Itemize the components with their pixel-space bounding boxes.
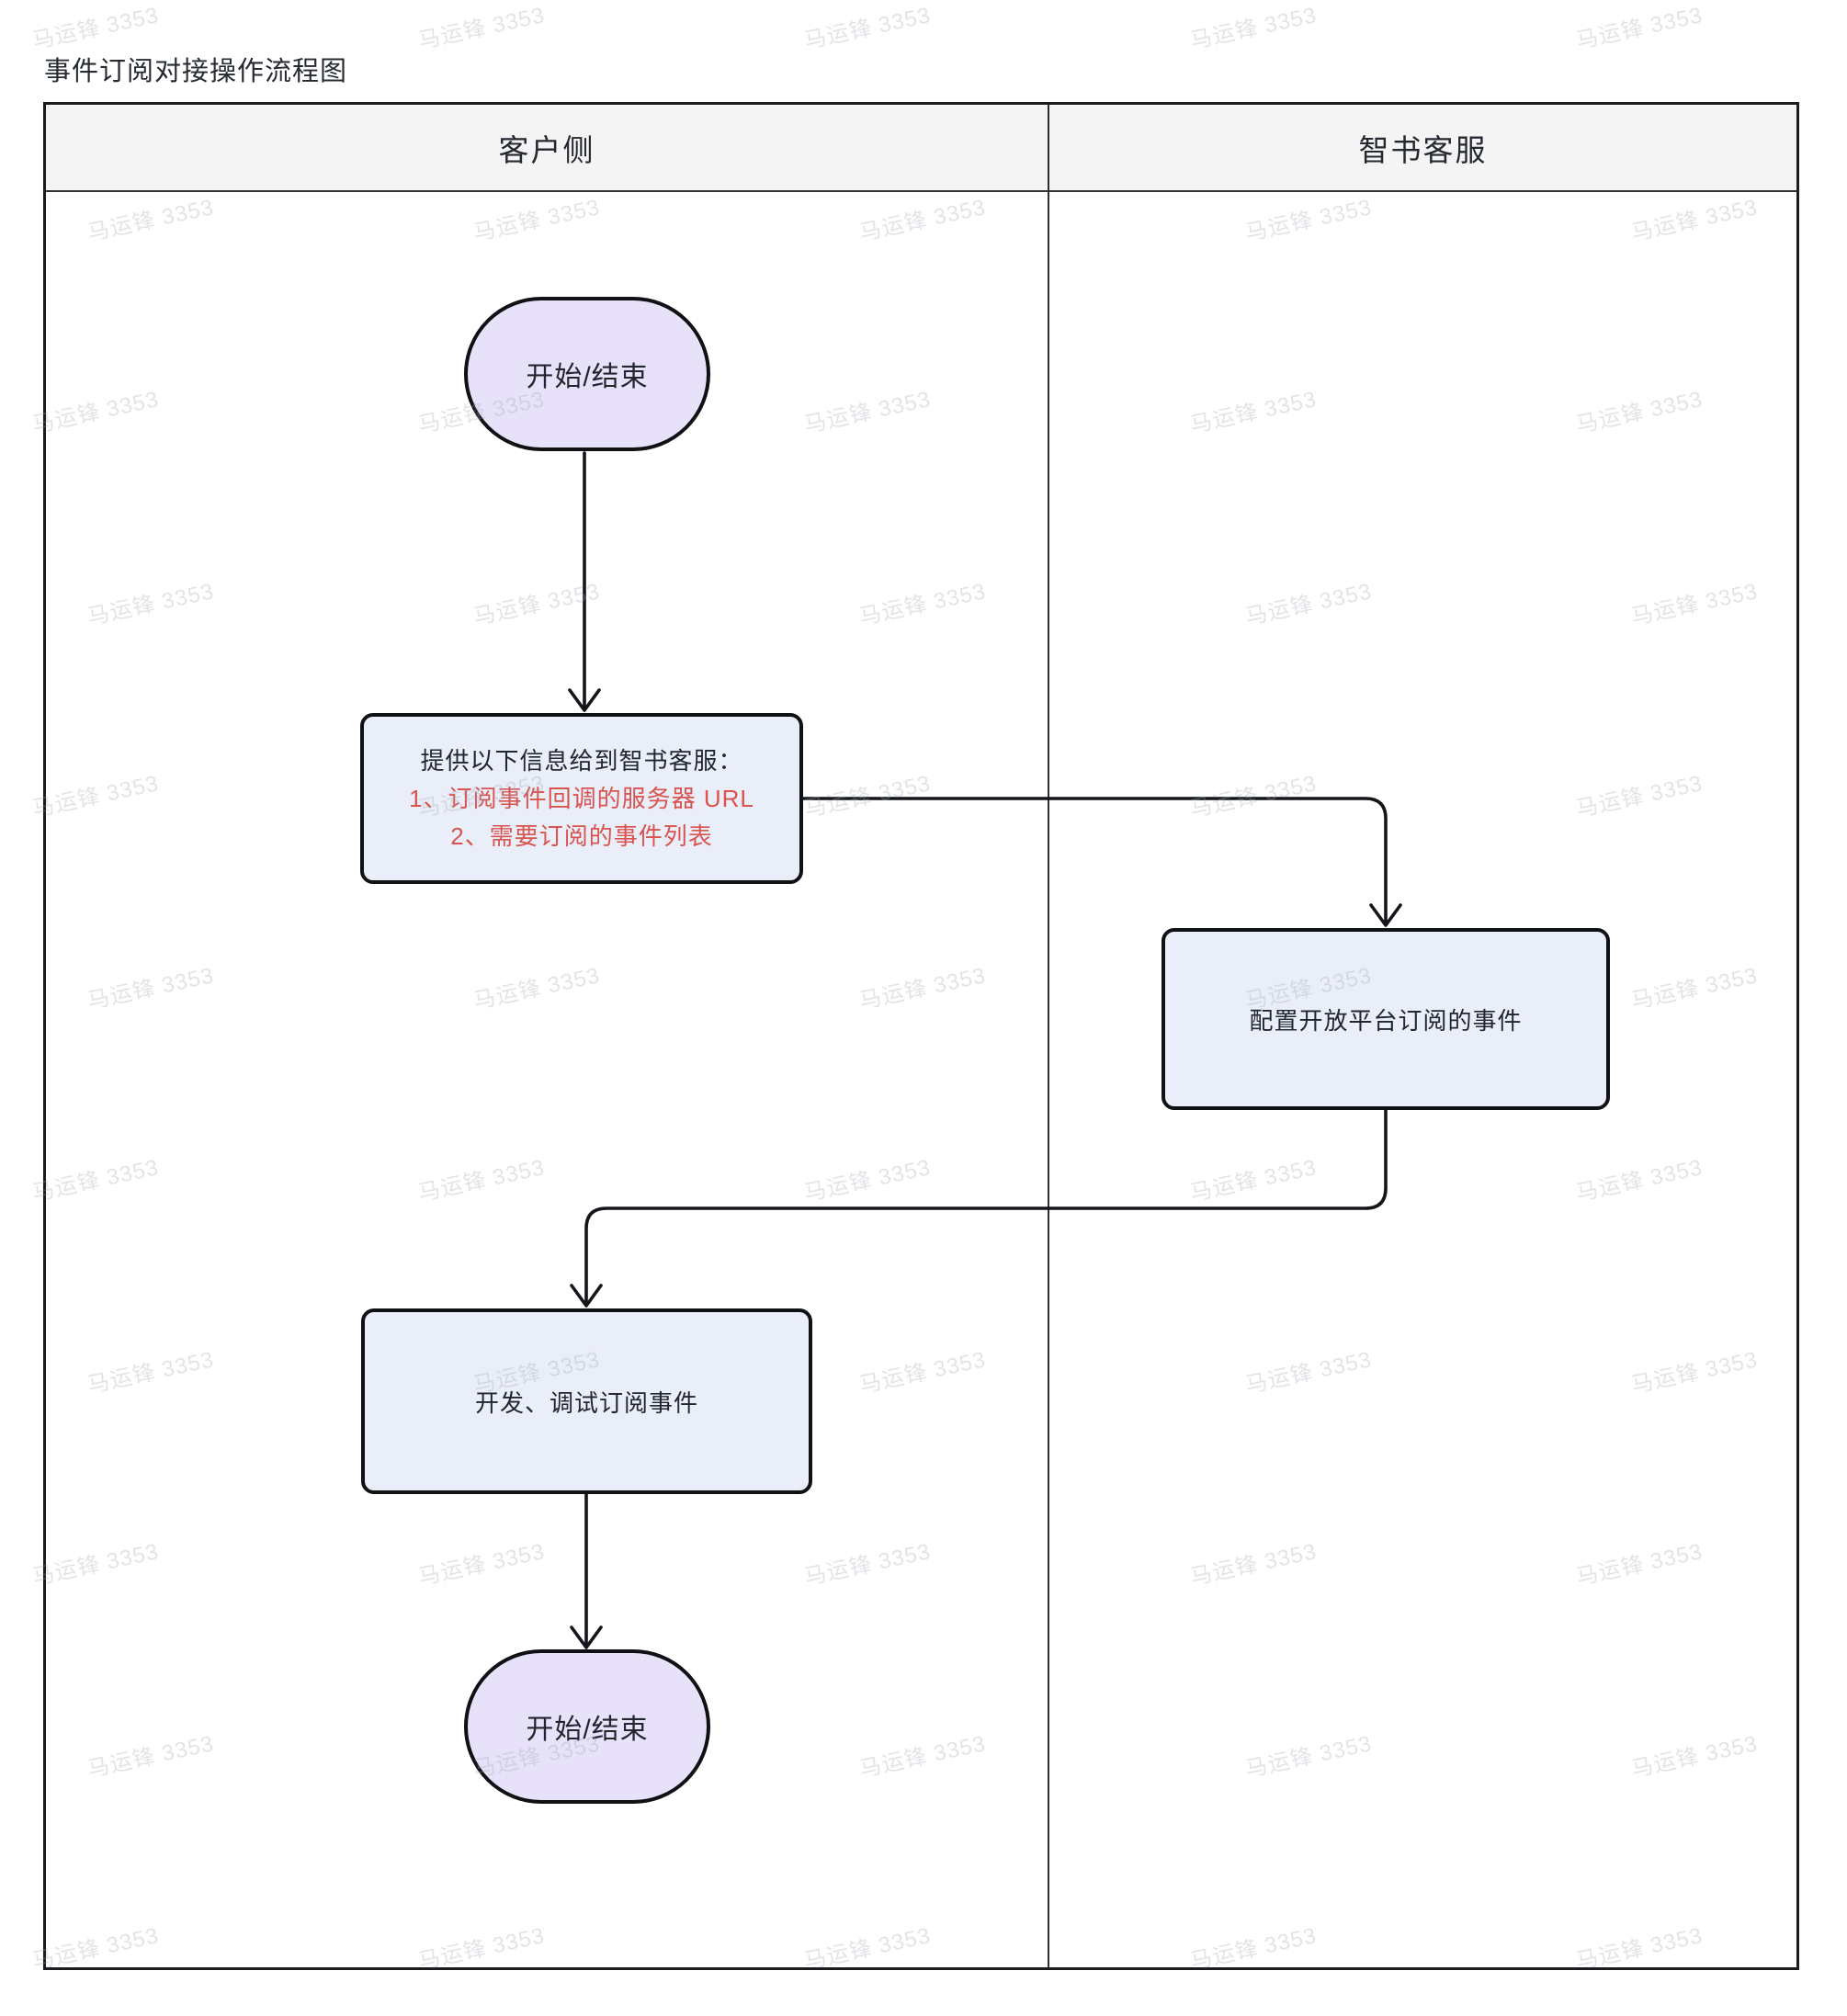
develop-debug-label: 开发、调试订阅事件 (474, 1388, 698, 1417)
configure-events-label: 配置开放平台订阅的事件 (1249, 1006, 1523, 1035)
lane-body-client (46, 192, 1049, 1967)
provide-info-node: 提供以下信息给到智书客服： 1、订阅事件回调的服务器 URL 2、需要订阅的事件… (360, 713, 803, 884)
watermark-text: 马运锋 3353 (1187, 3, 1320, 54)
provide-info-line2: 1、订阅事件回调的服务器 URL (409, 784, 754, 812)
provide-info-line3: 2、需要订阅的事件列表 (450, 821, 713, 850)
lane-header-client: 客户侧 (46, 105, 1049, 192)
start-end-label: 开始/结束 (526, 362, 649, 392)
start-end-node-bottom: 开始/结束 (464, 1649, 710, 1804)
provide-info-line1: 提供以下信息给到智书客服： (420, 746, 743, 775)
watermark-text: 马运锋 3353 (415, 3, 548, 54)
watermark-text: 马运锋 3353 (29, 3, 162, 54)
watermark-text: 马运锋 3353 (1573, 3, 1705, 54)
lane-header-zhishu-support: 智书客服 (1049, 105, 1796, 192)
watermark-text: 马运锋 3353 (801, 3, 934, 54)
configure-events-node: 配置开放平台订阅的事件 (1161, 928, 1610, 1110)
page-title: 事件订阅对接操作流程图 (44, 57, 348, 86)
start-end-node-top: 开始/结束 (464, 297, 710, 451)
develop-debug-node: 开发、调试订阅事件 (361, 1308, 812, 1494)
start-end-label: 开始/结束 (526, 1715, 649, 1745)
